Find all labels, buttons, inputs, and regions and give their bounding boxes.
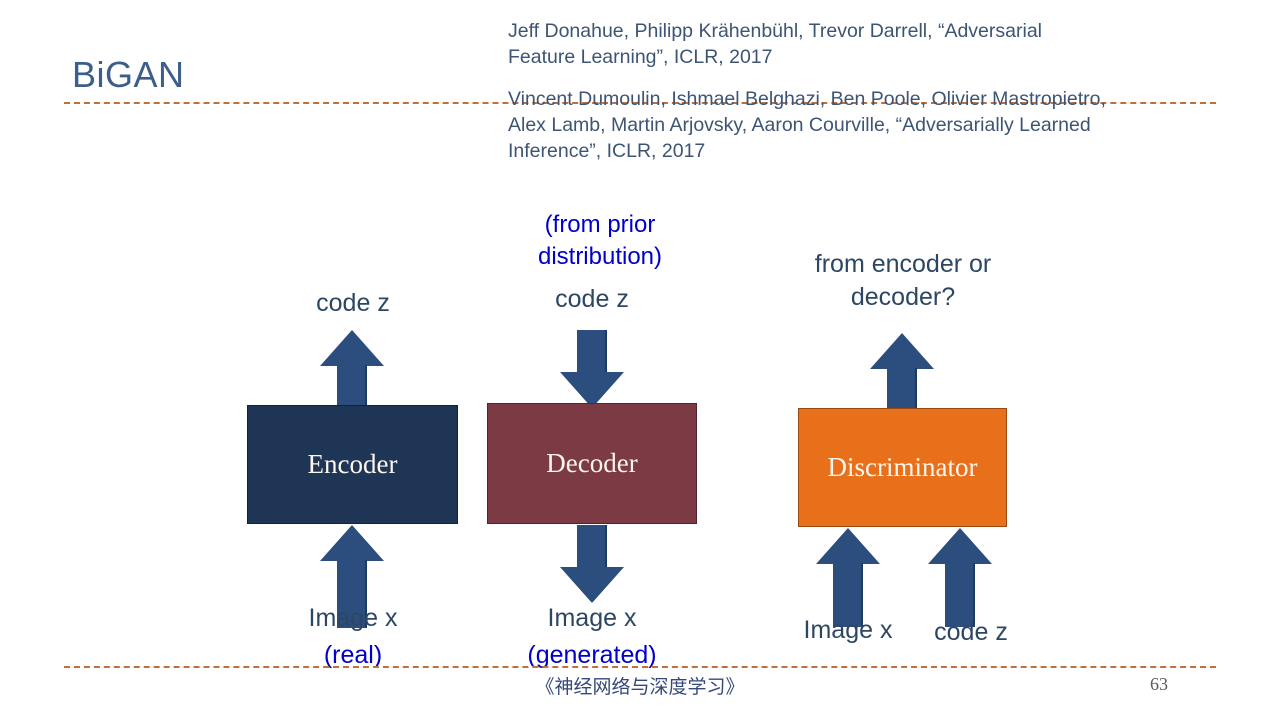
citation-list: Jeff Donahue, Philipp Krähenbühl, Trevor…	[508, 18, 1108, 164]
header-divider	[64, 102, 1216, 104]
citation-item: Jeff Donahue, Philipp Krähenbühl, Trevor…	[508, 20, 1042, 68]
decoder-output-note: (generated)	[527, 641, 657, 669]
encoder-input-note: (real)	[323, 641, 383, 669]
discriminator-node-label: Discriminator	[827, 452, 978, 482]
footer-book-title: 《神经网络与深度学习》	[535, 677, 745, 698]
decoder-input-label: code z	[555, 285, 629, 313]
discriminator-input-label-right: code z	[934, 618, 1008, 646]
footer-divider	[64, 666, 1216, 668]
discriminator-input-label-left: Image x	[803, 616, 893, 644]
encoder-node: Encoder	[247, 405, 458, 524]
encoder-input-label: Image x	[308, 604, 398, 632]
discriminator-output-label: from encoder or decoder?	[814, 250, 992, 311]
decoder-node-label: Decoder	[546, 448, 638, 478]
page-title: BiGAN	[72, 54, 185, 95]
decoder-node: Decoder	[487, 403, 697, 524]
encoder-output-label: code z	[316, 289, 390, 317]
page-number: 63	[1150, 674, 1168, 694]
decoder-input-note: (from prior distribution)	[537, 211, 663, 270]
citation-item: Vincent Dumoulin, Ishmael Belghazi, Ben …	[508, 88, 1106, 162]
encoder-node-label: Encoder	[307, 449, 398, 479]
decoder-output-label: Image x	[547, 604, 637, 632]
discriminator-node: Discriminator	[798, 408, 1007, 527]
